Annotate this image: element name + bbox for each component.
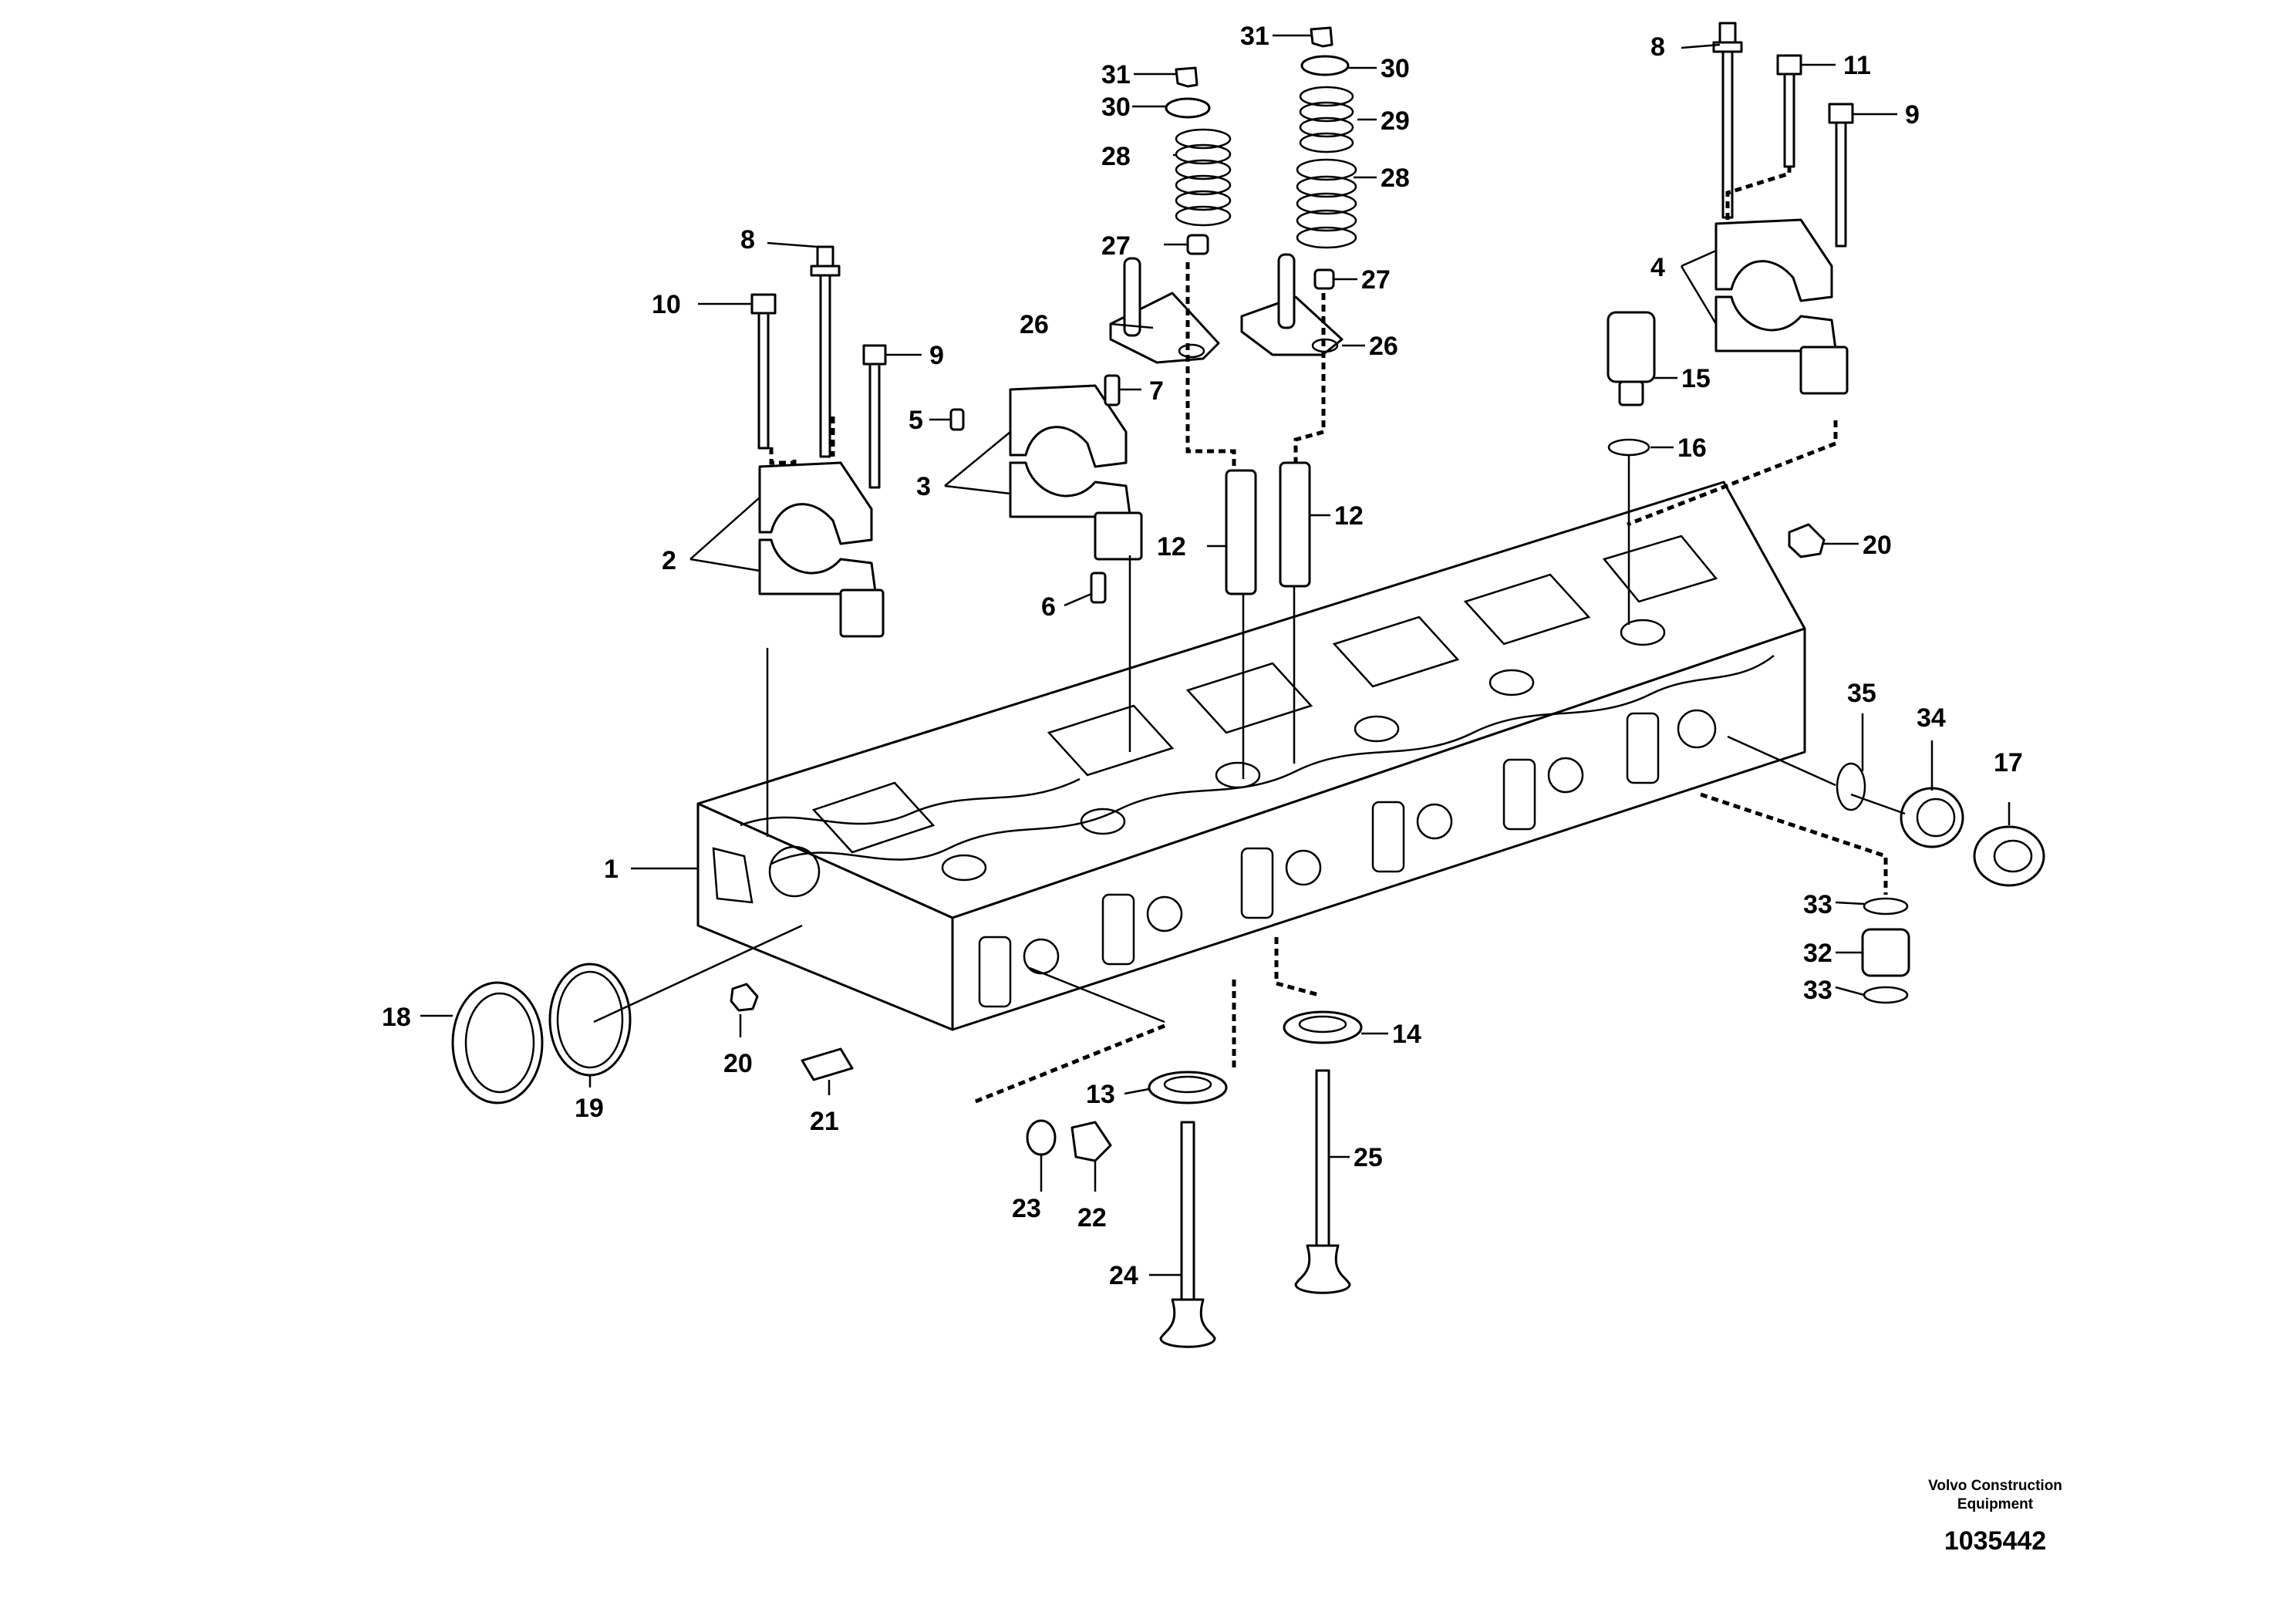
callout-18: 18: [382, 1003, 411, 1032]
bearing-cap-set-4: [1714, 218, 1849, 395]
callout-2: 2: [662, 546, 676, 575]
end-seals: [451, 963, 632, 1104]
callout-3: 3: [916, 472, 931, 501]
callout-33-top: 33: [1803, 890, 1832, 919]
callout-8-left: 8: [740, 225, 755, 255]
callout-20-bottom: 20: [723, 1049, 753, 1078]
valve-train-left: [1109, 66, 1257, 595]
callout-9-left: 9: [929, 341, 944, 370]
document-number: 1035442: [1944, 1526, 2047, 1556]
callout-12-left: 12: [1157, 532, 1186, 561]
callout-16: 16: [1677, 433, 1707, 463]
callout-20-top: 20: [1863, 531, 1892, 560]
callout-31-right: 31: [1240, 22, 1269, 51]
callout-1: 1: [604, 855, 619, 884]
plug-20-bottom: [730, 983, 759, 1012]
right-side-plugs: [1836, 762, 2045, 1004]
injector-sleeve: [1607, 311, 1656, 457]
callout-8-right: 8: [1650, 32, 1665, 62]
callout-24: 24: [1109, 1261, 1138, 1290]
callout-25: 25: [1354, 1143, 1383, 1172]
callout-12-right: 12: [1334, 501, 1364, 531]
drawing-footer: Volvo Construction Equipment 1035442: [1864, 1477, 2126, 1556]
cylinder-head: [696, 481, 1806, 1031]
callout-35: 35: [1847, 679, 1876, 708]
drain-plug: [1026, 1119, 1112, 1162]
callout-23: 23: [1012, 1194, 1041, 1223]
callout-26-right: 26: [1369, 332, 1398, 361]
callout-numbers: 1 2 3 4 5 6 7 8 8 9 9 10 11 12 12 13 14 …: [382, 22, 2023, 1290]
callout-15: 15: [1681, 364, 1711, 393]
callout-14: 14: [1392, 1020, 1421, 1049]
plug-20-top: [1788, 523, 1826, 558]
callout-30-left: 30: [1101, 93, 1131, 122]
callout-28-left: 28: [1101, 142, 1131, 171]
callout-5: 5: [909, 406, 923, 435]
callout-28-right: 28: [1381, 164, 1410, 193]
callout-7: 7: [1149, 376, 1164, 406]
callout-29: 29: [1381, 106, 1410, 136]
manufacturer-line-1: Volvo Construction: [1928, 1478, 2062, 1494]
callout-11: 11: [1843, 51, 1871, 80]
bearing-cap-set-2: [758, 461, 885, 638]
callout-22: 22: [1077, 1203, 1107, 1233]
callout-6: 6: [1041, 592, 1056, 622]
manufacturer-line-2: Equipment: [1957, 1496, 2034, 1512]
callout-17: 17: [1994, 748, 2023, 777]
pins: [801, 374, 1121, 1081]
callout-26-left: 26: [1020, 310, 1049, 339]
callout-33-bottom: 33: [1803, 976, 1832, 1005]
valves: [1148, 1010, 1363, 1348]
callout-32: 32: [1803, 939, 1832, 968]
callout-9-right: 9: [1905, 100, 1920, 130]
callout-27-left: 27: [1101, 231, 1131, 261]
callout-30-right: 30: [1381, 54, 1410, 83]
assembly-lines: [593, 162, 1906, 1105]
callout-34: 34: [1917, 703, 1946, 733]
callout-4: 4: [1650, 253, 1665, 282]
callout-10: 10: [652, 290, 681, 319]
callout-21: 21: [810, 1107, 839, 1136]
callout-31-left: 31: [1101, 60, 1131, 89]
callout-13: 13: [1086, 1080, 1115, 1109]
bearing-cap-set-3: [1009, 384, 1143, 561]
callout-19: 19: [575, 1094, 604, 1123]
valve-train-middle: [1240, 26, 1357, 588]
callout-leaders: [420, 34, 2011, 1276]
callout-27-right: 27: [1361, 265, 1391, 295]
